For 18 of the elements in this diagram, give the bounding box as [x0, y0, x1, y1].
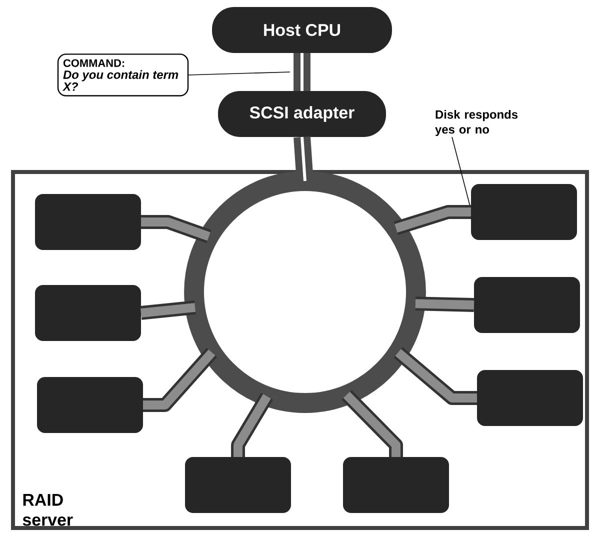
device-box: SCSI adapter: [218, 91, 386, 137]
device-box: Host CPU: [212, 7, 392, 53]
bus-connector: [140, 300, 196, 320]
bus-ring: [184, 171, 426, 413]
bus-connector: [294, 136, 314, 182]
bus-connector: [342, 390, 403, 457]
bus-connector: [294, 53, 310, 91]
leader-line: [188, 72, 290, 76]
bus-connector: [394, 205, 471, 235]
leader-line: [452, 136, 470, 206]
bus-connector: [231, 392, 274, 457]
bus-connector: [141, 215, 212, 244]
annotation-text: Disk responds yes or no: [435, 110, 518, 136]
bus-connector: [143, 348, 218, 412]
bus-connector: [394, 347, 477, 405]
server-box: RAID server: [11, 170, 589, 530]
bus-connector: [415, 296, 474, 312]
callout-box: COMMAND: Do you contain term X?: [57, 54, 189, 96]
